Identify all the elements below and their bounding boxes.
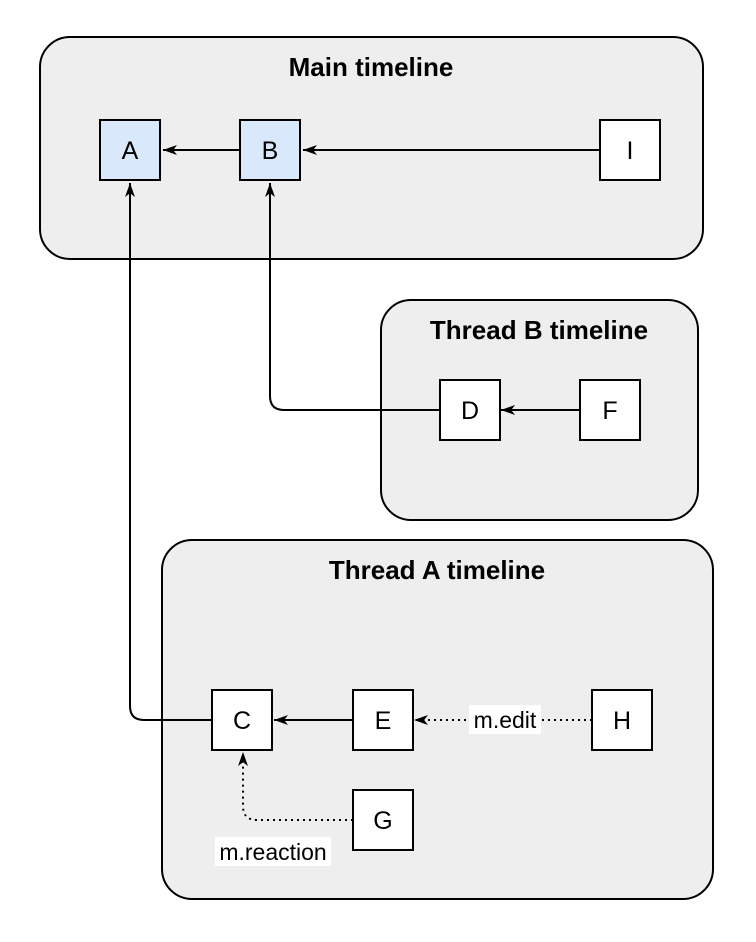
edge-label-mreaction-bg <box>215 837 331 866</box>
edge-label-medit: m.edit <box>469 705 541 734</box>
node-c-label: C <box>233 707 251 735</box>
node-b-box <box>239 119 301 181</box>
node-d: D <box>439 379 501 441</box>
node-c: C <box>211 689 273 751</box>
container-main-timeline: Main timeline <box>39 36 704 260</box>
node-h-label: H <box>613 707 631 735</box>
node-d-label: D <box>461 397 479 425</box>
node-f-box <box>579 379 641 441</box>
edge-c-to-a <box>125 183 212 721</box>
node-i-box <box>599 119 661 181</box>
node-g: G <box>352 789 414 851</box>
container-thread-b-title: Thread B timeline <box>430 315 648 345</box>
edge-d-to-b <box>265 183 440 411</box>
node-b-label: B <box>262 137 279 165</box>
node-b: B <box>239 119 301 181</box>
node-g-label: G <box>373 807 392 835</box>
edge-label-medit-text: m.edit <box>474 707 537 733</box>
node-a-box <box>99 119 161 181</box>
node-e: E <box>352 689 414 751</box>
node-g-box <box>352 789 414 851</box>
container-main-box <box>39 36 704 260</box>
node-a: A <box>99 119 161 181</box>
edge-label-mreaction: m.reaction <box>215 837 331 866</box>
node-e-box <box>352 689 414 751</box>
node-i-label: I <box>627 137 634 165</box>
node-d-box <box>439 379 501 441</box>
edge-label-medit-bg <box>469 705 541 734</box>
container-main-title: Main timeline <box>289 52 454 82</box>
node-e-label: E <box>375 707 392 735</box>
node-h-box <box>591 689 653 751</box>
node-h: H <box>591 689 653 751</box>
node-f: F <box>579 379 641 441</box>
edge-g-to-c-mreaction <box>238 752 353 821</box>
edge-label-mreaction-text: m.reaction <box>219 839 326 865</box>
node-f-label: F <box>602 397 617 425</box>
container-thread-a-title: Thread A timeline <box>329 555 545 585</box>
node-a-label: A <box>122 137 139 165</box>
node-c-box <box>211 689 273 751</box>
node-i: I <box>599 119 661 181</box>
